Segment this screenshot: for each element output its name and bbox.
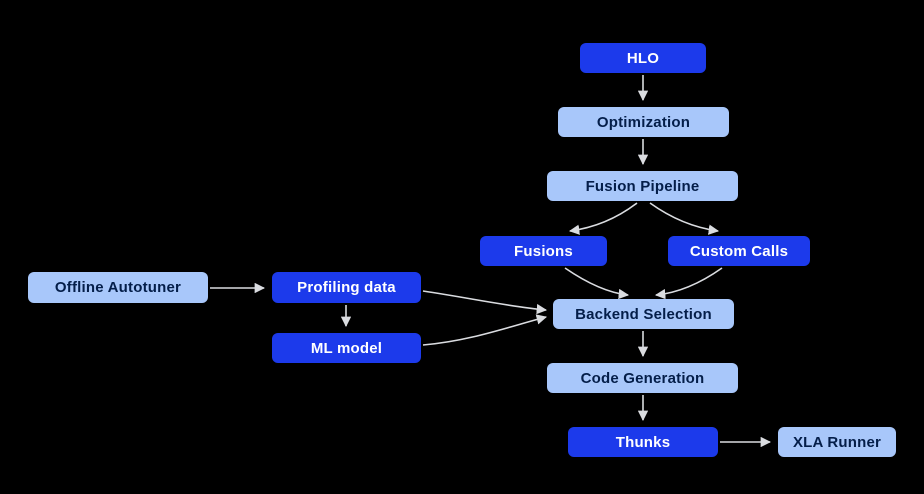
node-ml-model: ML model [272,333,421,363]
node-fusions: Fusions [480,236,607,266]
node-offline-autotuner: Offline Autotuner [28,272,208,303]
edge-fusion-pipeline-fusions [568,202,638,235]
edge-profiling-data-backend-selection [422,290,548,315]
node-hlo: HLO [580,43,706,73]
node-profiling-data: Profiling data [272,272,421,303]
node-xla-runner: XLA Runner [778,427,896,457]
node-thunks: Thunks [568,427,718,457]
edge-ml-model-backend-selection [422,314,548,346]
edge-fusions-backend-selection [564,267,630,300]
edge-custom-calls-backend-selection [654,267,723,300]
node-custom-calls: Custom Calls [668,236,810,266]
node-code-generation: Code Generation [547,363,738,393]
node-fusion-pipeline: Fusion Pipeline [547,171,738,201]
node-backend-selection: Backend Selection [553,299,734,329]
edge-fusion-pipeline-custom-calls [649,202,720,235]
node-optimization: Optimization [558,107,729,137]
